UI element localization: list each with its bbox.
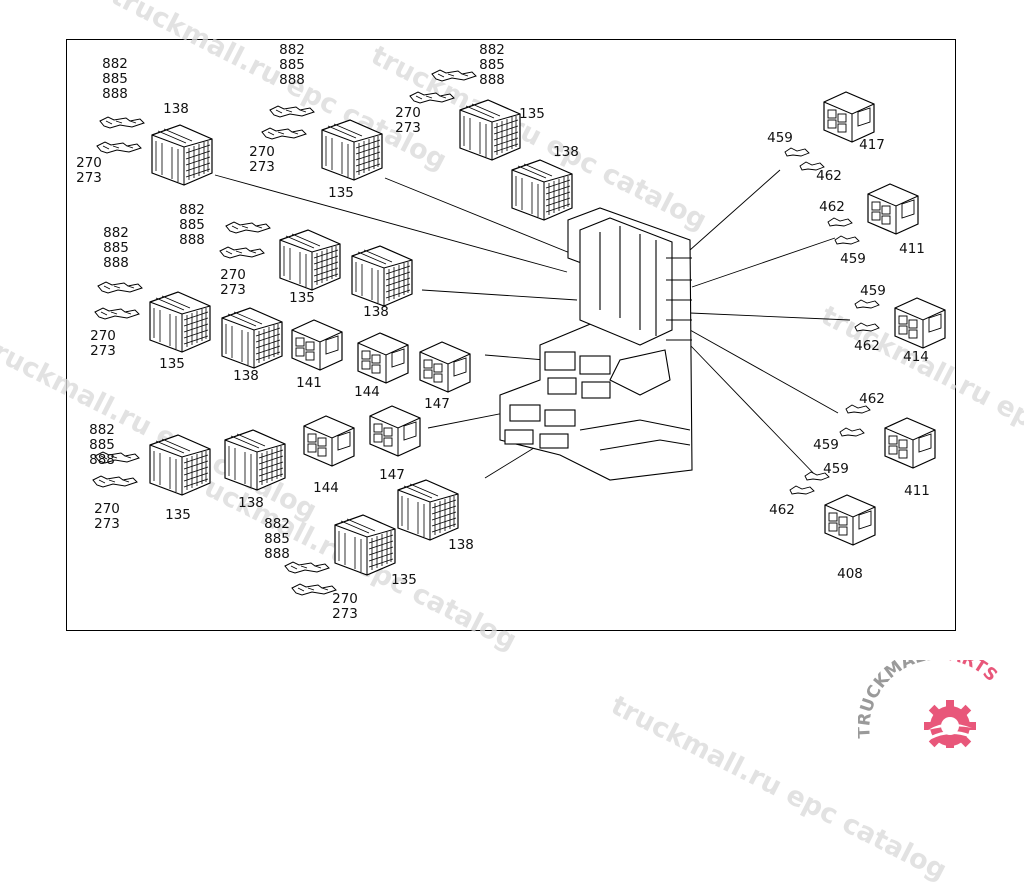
label-882-885-888: 882 885 888 — [479, 42, 505, 88]
terminal-270-c — [409, 91, 455, 104]
label-459: 459 — [840, 251, 866, 267]
connector-135-d — [149, 291, 211, 353]
connector-138-a — [151, 124, 213, 186]
pin-459-a — [784, 147, 810, 157]
label-135: 135 — [159, 356, 185, 372]
connector-141 — [291, 319, 343, 371]
terminal-270-d — [219, 246, 265, 259]
central-electrical-box — [499, 207, 693, 481]
label-459: 459 — [813, 437, 839, 453]
label-135: 135 — [165, 507, 191, 523]
label-144: 144 — [354, 384, 380, 400]
label-270-273: 270 273 — [76, 155, 102, 186]
terminal-270-a — [96, 141, 142, 154]
connector-138-e — [224, 429, 286, 491]
connector-135-b — [459, 99, 521, 161]
label-147: 147 — [379, 467, 405, 483]
label-459: 459 — [823, 461, 849, 477]
pin-462-b — [827, 217, 853, 227]
label-882-885-888: 882 885 888 — [103, 225, 129, 271]
terminal-270-e — [94, 307, 140, 320]
connector-138-c — [351, 245, 413, 307]
leader-lines — [214, 169, 851, 481]
pin-462-c — [854, 322, 880, 332]
label-462: 462 — [859, 391, 885, 407]
connector-414 — [894, 297, 946, 349]
label-882-885-888: 882 885 888 — [179, 202, 205, 248]
label-138: 138 — [238, 495, 264, 511]
label-882-885-888: 882 885 888 — [264, 516, 290, 562]
label-411: 411 — [904, 483, 930, 499]
label-138: 138 — [553, 144, 579, 160]
label-882-885-888: 882 885 888 — [102, 56, 128, 102]
label-144: 144 — [313, 480, 339, 496]
terminal-270-f — [92, 475, 138, 488]
pin-462-e — [789, 485, 815, 495]
drawing-frame — [66, 39, 956, 631]
label-135: 135 — [289, 290, 315, 306]
label-459: 459 — [860, 283, 886, 299]
label-270-273: 270 273 — [249, 144, 275, 175]
label-462: 462 — [769, 502, 795, 518]
connector-147-a — [419, 341, 471, 393]
label-411: 411 — [899, 241, 925, 257]
terminal-882-g — [284, 561, 330, 574]
terminal-882-c — [431, 69, 477, 82]
connector-411-b — [884, 417, 936, 469]
label-408: 408 — [837, 566, 863, 582]
label-462: 462 — [854, 338, 880, 354]
connector-417 — [823, 91, 875, 143]
label-270-273: 270 273 — [332, 591, 358, 622]
label-138: 138 — [363, 304, 389, 320]
label-147: 147 — [424, 396, 450, 412]
connector-138-b — [511, 159, 573, 221]
label-135: 135 — [391, 572, 417, 588]
connector-147-b — [369, 405, 421, 457]
connector-144-b — [303, 415, 355, 467]
label-462: 462 — [819, 199, 845, 215]
connector-135-a — [321, 119, 383, 181]
connector-408 — [824, 494, 876, 546]
label-417: 417 — [859, 137, 885, 153]
label-135: 135 — [519, 106, 545, 122]
label-270-273: 270 273 — [90, 328, 116, 359]
label-882-885-888: 882 885 888 — [279, 42, 305, 88]
wiring-connector-diagram — [92, 69, 946, 596]
label-270-273: 270 273 — [94, 501, 120, 532]
truckmall-parts-logo: TRUCKMALLPARTS — [858, 660, 1001, 748]
terminal-882-b — [269, 105, 315, 118]
terminal-882-a — [99, 116, 145, 129]
connector-135-f — [334, 514, 396, 576]
label-882-885-888: 882 885 888 — [89, 422, 115, 468]
terminal-882-d — [225, 221, 271, 234]
connector-138-f — [397, 479, 459, 541]
label-138: 138 — [233, 368, 259, 384]
terminal-270-g — [291, 583, 337, 596]
terminal-270-b — [261, 127, 307, 140]
label-135: 135 — [328, 185, 354, 201]
connector-135-c — [279, 229, 341, 291]
label-414: 414 — [903, 349, 929, 365]
connector-411-a — [867, 183, 919, 235]
label-459: 459 — [767, 130, 793, 146]
pin-459-b — [834, 235, 860, 245]
pin-459-c — [854, 299, 880, 309]
pin-459-d — [839, 427, 865, 437]
label-462: 462 — [816, 168, 842, 184]
label-141: 141 — [296, 375, 322, 391]
gear-icon — [924, 700, 976, 748]
label-138: 138 — [448, 537, 474, 553]
label-270-273: 270 273 — [395, 105, 421, 136]
terminal-882-e — [97, 281, 143, 294]
label-138: 138 — [163, 101, 189, 117]
label-270-273: 270 273 — [220, 267, 246, 298]
connector-138-d — [221, 307, 283, 369]
connector-135-e — [149, 434, 211, 496]
connector-144-a — [357, 332, 409, 384]
